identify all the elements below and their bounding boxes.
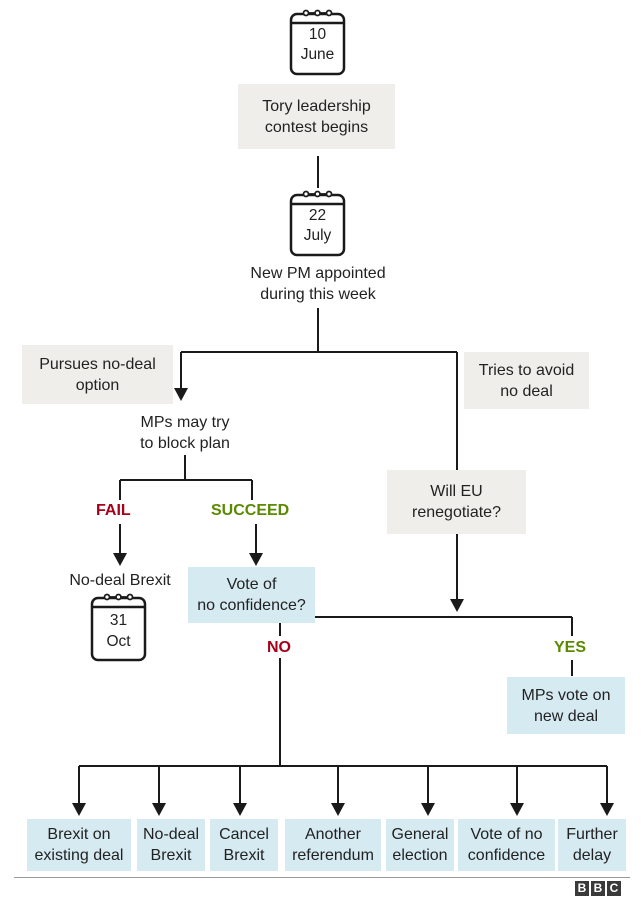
outcome-cancel-brexit: Cancel Brexit (210, 819, 278, 871)
no-label: NO (267, 639, 291, 656)
outcome-further-delay: Further delay (558, 819, 626, 871)
outcome-no-deal-brexit: No-deal Brexit (137, 819, 205, 871)
no-deal-brexit-text: No-deal Brexit (69, 572, 171, 589)
succeed-label: SUCCEED (211, 502, 290, 519)
outcome-brexit-existing-deal: Brexit on existing deal (27, 819, 131, 871)
tries-avoid-no-deal-box: Tries to avoid no deal (464, 352, 589, 409)
pursues-no-deal-box: Pursues no-deal option (22, 345, 173, 404)
vote-no-confidence-box: Vote of no confidence? (188, 567, 315, 623)
calendar-icon-july: 22 July (289, 189, 346, 257)
calendar-icon-june: 10 June (289, 8, 346, 76)
will-eu-renegotiate-box: Will EU renegotiate? (387, 470, 526, 534)
tory-leadership-box: Tory leadership contest begins (238, 84, 395, 149)
new-pm-text: New PM appointed during this week (250, 265, 386, 303)
calendar-day: 10 (308, 26, 327, 43)
calendar-icon (90, 593, 147, 662)
calendar-month: June (300, 46, 335, 63)
footer-divider (14, 877, 630, 878)
calendar-icon-october: 31 Oct (90, 592, 147, 662)
outcome-general-election: General election (386, 819, 454, 871)
calendar-month: July (303, 227, 332, 244)
yes-label: YES (554, 639, 587, 656)
calendar-day: 31 (109, 612, 128, 629)
outcome-vote-of-no-confidence: Vote of no confidence (458, 819, 555, 871)
calendar-day: 22 (308, 207, 327, 224)
calendar-month: Oct (106, 633, 131, 650)
calendar-icon (289, 9, 346, 76)
mps-block-plan-text: MPs may try to block plan (140, 414, 230, 452)
calendar-icon (289, 190, 346, 257)
fail-label: FAIL (96, 502, 131, 519)
outcome-another-referendum: Another referendum (285, 819, 381, 871)
mps-vote-new-deal-box: MPs vote on new deal (507, 677, 625, 734)
bbc-logo: B B C (575, 881, 621, 896)
